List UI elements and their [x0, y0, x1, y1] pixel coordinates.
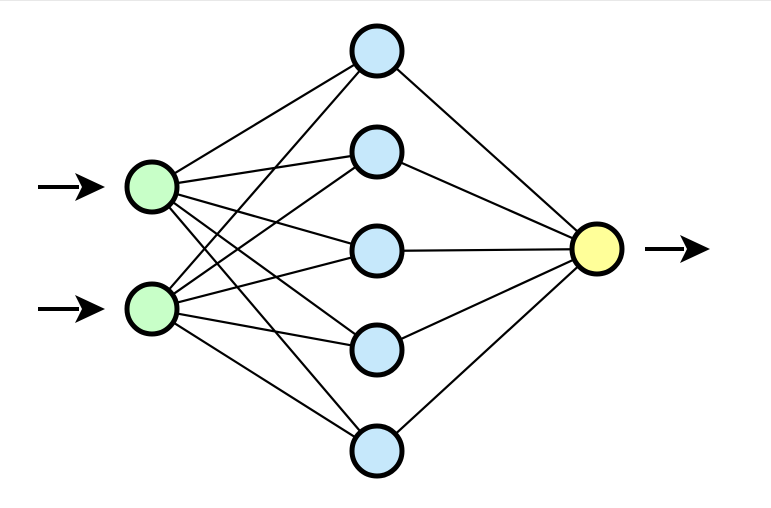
node-h2[interactable]: [349, 124, 405, 180]
node-circle-h1[interactable]: [349, 23, 405, 79]
nodes-group: [124, 23, 625, 479]
connection-i1-h4: [170, 199, 359, 338]
input-arrow-bottom-head-icon: [75, 295, 105, 323]
node-circle-h4[interactable]: [349, 322, 405, 378]
output-arrow-head-icon: [680, 235, 710, 263]
node-circle-i1[interactable]: [124, 159, 180, 215]
input-arrow-top-head-icon: [75, 173, 105, 201]
connection-h2-o1: [398, 160, 576, 241]
connection-i2-h4: [174, 312, 355, 347]
connection-h5-o1: [393, 264, 581, 436]
output-arrow: [645, 235, 710, 263]
connection-h1-o1: [393, 65, 581, 235]
node-h1[interactable]: [349, 23, 405, 79]
connection-i1-h2: [175, 154, 354, 185]
input-arrow-bottom: [38, 295, 105, 323]
connection-i1-h5: [166, 204, 363, 434]
connections-group: [166, 62, 581, 440]
connection-h3-o1: [400, 248, 574, 252]
io-arrows-group: [38, 173, 710, 323]
node-circle-h5[interactable]: [349, 423, 405, 479]
node-circle-h3[interactable]: [349, 223, 405, 279]
node-circle-i2[interactable]: [124, 281, 180, 337]
connection-i2-h3: [174, 255, 355, 305]
node-circle-h2[interactable]: [349, 124, 405, 180]
node-circle-o1[interactable]: [569, 221, 625, 277]
node-o1[interactable]: [569, 221, 625, 277]
connection-h4-o1: [397, 257, 577, 342]
connection-i1-h3: [174, 192, 355, 246]
node-i1[interactable]: [124, 159, 180, 215]
input-arrow-top: [38, 173, 105, 201]
connection-i1-h1: [171, 62, 358, 176]
node-h4[interactable]: [349, 322, 405, 378]
connection-i2-h2: [170, 164, 359, 297]
connection-i2-h5: [171, 320, 358, 440]
node-h3[interactable]: [349, 223, 405, 279]
node-i2[interactable]: [124, 281, 180, 337]
node-h5[interactable]: [349, 423, 405, 479]
connection-i2-h1: [166, 67, 363, 293]
